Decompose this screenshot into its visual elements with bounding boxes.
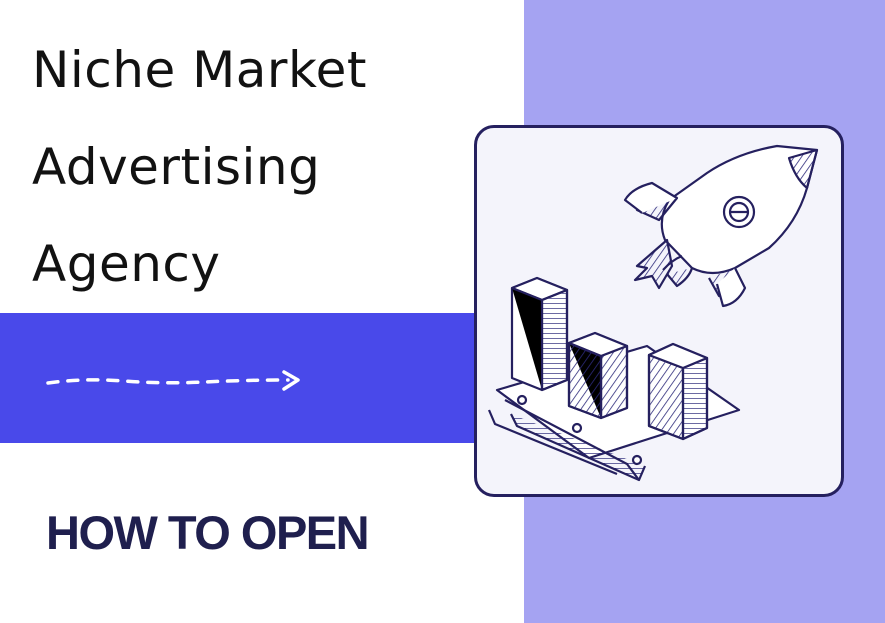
title-line-2: Advertising: [32, 138, 321, 196]
dashed-arrow-icon: [46, 370, 300, 391]
accent-band: [0, 313, 474, 443]
bar-chart-icon: [487, 276, 741, 482]
illustration-card: [474, 125, 844, 497]
subtitle: HOW TO OPEN: [46, 506, 370, 559]
page-title: Niche Market Advertising Agency: [32, 22, 492, 313]
title-line-1: Niche Market: [32, 41, 368, 99]
rocket-icon: [623, 144, 819, 308]
title-line-3: Agency: [32, 235, 221, 293]
